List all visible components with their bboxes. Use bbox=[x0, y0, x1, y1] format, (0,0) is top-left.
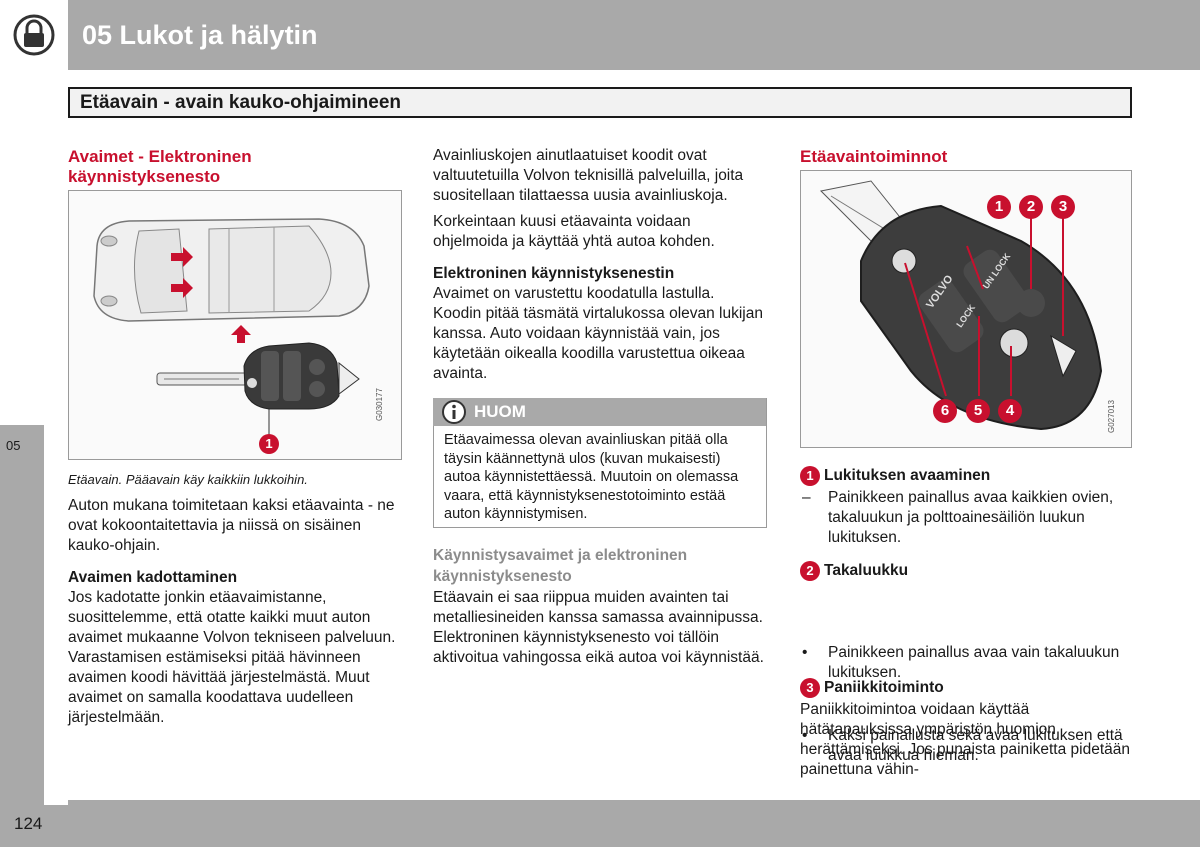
figure-marker-3: 3 bbox=[1051, 195, 1075, 219]
figure-caption: Etäavain. Pääavain käy kaikkiin lukkoihi… bbox=[68, 472, 308, 487]
figure-marker-4: 4 bbox=[998, 399, 1022, 423]
col1-heading: Avaimet - Elektroninen käynnistyksenesto bbox=[68, 147, 252, 186]
item2-b1: Painikkeen painallus avaa vain takaluuku… bbox=[828, 644, 1120, 681]
col2-paragraph-4: Etäavain ei saa riippua muiden avainten … bbox=[433, 589, 764, 666]
info-icon bbox=[442, 400, 466, 424]
col1-paragraph-2: Jos kadotatte jonkin etäavaimistanne, su… bbox=[68, 589, 396, 726]
note-text: Etäavaimessa olevan avainliuskan pitää o… bbox=[444, 432, 739, 522]
item3-number: 3 bbox=[800, 678, 820, 698]
side-tab-label: 05 bbox=[6, 438, 21, 453]
padlock-icon bbox=[13, 14, 55, 56]
figure-code: G030177 bbox=[375, 388, 384, 421]
section-title-box bbox=[68, 87, 1132, 118]
bullet-marker: • bbox=[802, 727, 808, 744]
col1-paragraph-1: Auton mukana toimitetaan kaksi etäavaint… bbox=[68, 497, 395, 554]
figure-marker-5: 5 bbox=[966, 399, 990, 423]
col2-paragraph-1: Avainliuskojen ainutlaatuiset koodit ova… bbox=[433, 147, 744, 204]
figure-marker-1: 1 bbox=[987, 195, 1011, 219]
item3-title: Paniikkitoiminto bbox=[824, 679, 944, 697]
item1-text: –Painikkeen painallus avaa kaikkien ovie… bbox=[800, 488, 1130, 548]
figure-code: G027013 bbox=[1107, 400, 1116, 433]
chapter-side-tab bbox=[0, 425, 44, 805]
item1-title: Lukituksen avaaminen bbox=[824, 467, 991, 485]
col2-grey-heading: Käynnistysavaimet ja elektroninen käynni… bbox=[433, 547, 688, 585]
note-title: HUOM bbox=[474, 402, 526, 421]
header-icon-area bbox=[0, 0, 68, 70]
figure-marker-6: 6 bbox=[933, 399, 957, 423]
item1-number: 1 bbox=[800, 466, 820, 486]
item2-number: 2 bbox=[800, 561, 820, 581]
chapter-title: 05 Lukot ja hälytin bbox=[82, 20, 318, 50]
col2-paragraph-3: Avaimet on varustettu koodatulla lastull… bbox=[433, 285, 763, 382]
bullet-marker: • bbox=[802, 644, 808, 661]
dash-marker: – bbox=[802, 489, 811, 506]
car-key-figure: 1 G030177 bbox=[68, 190, 402, 460]
section-title: Etäavain - avain kauko-ohjaimineen bbox=[80, 92, 401, 113]
item2-b2: Kaksi painallusta sekä avaa lukituksen e… bbox=[828, 727, 1123, 764]
footer-page-box bbox=[0, 805, 68, 847]
footer-bar bbox=[68, 800, 1200, 847]
col2-paragraph-2: Korkeintaan kuusi etäavainta voidaan ohj… bbox=[433, 213, 715, 250]
figure-marker-2: 2 bbox=[1019, 195, 1043, 219]
item2-bullet-2: • Kaksi painallusta sekä avaa lukituksen … bbox=[800, 726, 1130, 766]
item2-title: Takaluukku bbox=[824, 562, 909, 580]
header-bar bbox=[68, 0, 1200, 70]
col1-subheading: Avaimen kadottaminen bbox=[68, 569, 238, 586]
remote-key-illustration bbox=[819, 180, 1103, 431]
col2-subheading: Elektroninen käynnistyksenestin bbox=[433, 265, 675, 282]
col3-heading: Etäavaintoiminnot bbox=[800, 147, 948, 166]
item2-bullet-1: • Painikkeen painallus avaa vain takaluuk… bbox=[800, 643, 1130, 683]
item1-body: Painikkeen painallus avaa kaikkien ovien… bbox=[828, 489, 1114, 546]
key-functions-figure: VOLVO UN LOCK LOCK 1 2 3 6 5 4 G027013 bbox=[800, 170, 1132, 448]
item3-body: Paniikkitoimintoa voidaan käyttää hätäta… bbox=[800, 701, 1131, 778]
note-header bbox=[433, 398, 766, 426]
car-top-view-illustration bbox=[93, 218, 370, 439]
figure-marker-1: 1 bbox=[259, 434, 279, 454]
page-number: 124 bbox=[14, 814, 43, 833]
